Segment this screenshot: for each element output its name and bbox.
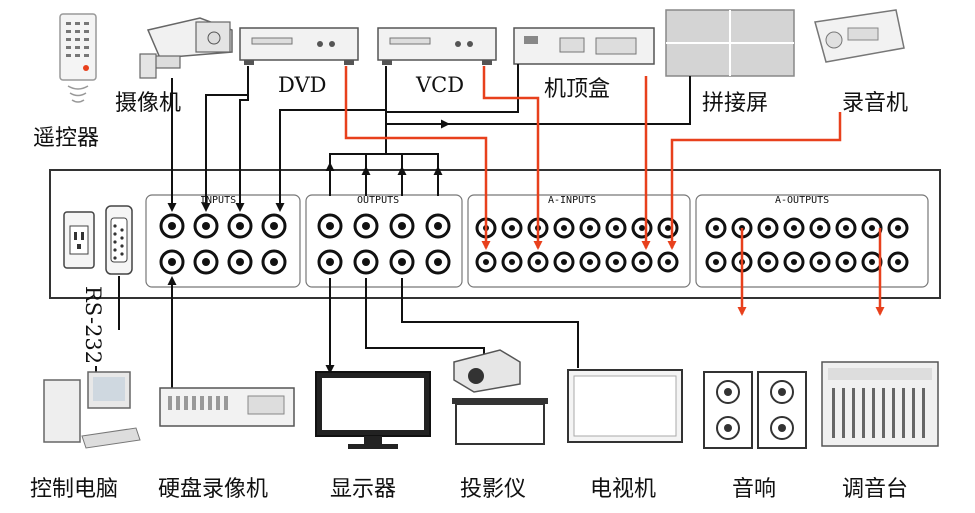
rca-connector (553, 251, 575, 273)
rca-connector (783, 251, 805, 273)
recorder-icon (814, 9, 905, 63)
rca-connector (705, 251, 727, 273)
bnc-connector (159, 249, 185, 275)
bnc-connector (353, 249, 379, 275)
bnc-connector (261, 213, 287, 239)
outputs-label: OUTPUTS (357, 195, 399, 206)
vcd-player-icon (377, 27, 497, 65)
bnc-connector (425, 213, 451, 239)
bnc-connector (353, 213, 379, 239)
monitor-icon (315, 371, 431, 449)
settop-label: 机顶盒 (544, 77, 610, 102)
speaker-icon (703, 371, 807, 449)
outputs-section (305, 194, 463, 288)
rca-connector (579, 217, 601, 239)
dvd-player-icon (239, 27, 359, 65)
vcd-label: VCD (415, 73, 464, 97)
bnc-connector (317, 213, 343, 239)
rca-connector (605, 217, 627, 239)
rs232-port-icon (105, 205, 133, 275)
monitor-label: 显示器 (330, 477, 396, 502)
camera-icon (139, 17, 233, 79)
dvd-label: DVD (278, 73, 326, 97)
rca-connector (657, 217, 679, 239)
rca-connector (475, 251, 497, 273)
rca-connector (631, 251, 653, 273)
remote-label: 遥控器 (33, 126, 99, 151)
bnc-connector (159, 213, 185, 239)
a-inputs-section (467, 194, 691, 288)
bnc-connector (193, 249, 219, 275)
bnc-connector (261, 249, 287, 275)
bnc-connector (317, 249, 343, 275)
tv-label: 电视机 (590, 477, 656, 502)
pc-icon (43, 371, 141, 449)
splice-screen-label: 拼接屏 (702, 91, 768, 116)
remote-icon (59, 13, 97, 103)
rca-connector (579, 251, 601, 273)
bnc-connector (389, 249, 415, 275)
rca-connector (887, 217, 909, 239)
tv-icon (567, 369, 683, 443)
power-socket-icon (63, 211, 95, 269)
rca-connector (835, 217, 857, 239)
rca-connector (861, 217, 883, 239)
rca-connector (657, 251, 679, 273)
inputs-section (145, 194, 301, 288)
bnc-connector (389, 213, 415, 239)
audio-output-connectors (705, 217, 909, 273)
projector-label: 投影仪 (460, 477, 526, 502)
matrix-back-panel (49, 169, 941, 299)
rca-connector (631, 217, 653, 239)
a-outputs-label: A-OUTPUTS (775, 195, 829, 206)
a-outputs-section (695, 194, 929, 288)
speaker-label: 音响 (732, 477, 776, 502)
audio-wires (344, 66, 885, 316)
settop-box-icon (513, 27, 655, 65)
a-inputs-label: A-INPUTS (548, 195, 596, 206)
dvr-label: 硬盘录像机 (158, 477, 268, 502)
bnc-connector (227, 249, 253, 275)
rca-connector (757, 217, 779, 239)
rca-connector (809, 217, 831, 239)
rca-connector (501, 251, 523, 273)
pc-label: 控制电脑 (30, 477, 118, 502)
rca-connector (783, 217, 805, 239)
rca-connector (887, 251, 909, 273)
rca-connector (501, 217, 523, 239)
rca-connector (757, 251, 779, 273)
rca-connector (835, 251, 857, 273)
video-wires (95, 64, 691, 390)
mixer-icon (821, 361, 939, 447)
rca-connector (553, 217, 575, 239)
rca-connector (861, 251, 883, 273)
inputs-label: INPUTS (200, 195, 236, 206)
rca-connector (527, 251, 549, 273)
rca-connector (605, 251, 627, 273)
bnc-connector (425, 249, 451, 275)
rca-connector (809, 251, 831, 273)
rca-connector (705, 217, 727, 239)
dvr-icon (159, 387, 295, 427)
rs232-label: RS-232 (81, 286, 105, 364)
projector-icon (452, 349, 548, 445)
camera-label: 摄像机 (115, 91, 181, 116)
splice-screen-icon (665, 9, 795, 77)
mixer-label: 调音台 (842, 477, 908, 502)
recorder-label: 录音机 (842, 91, 908, 116)
bnc-connector (193, 213, 219, 239)
video-connectors (159, 213, 451, 275)
bnc-connector (227, 213, 253, 239)
